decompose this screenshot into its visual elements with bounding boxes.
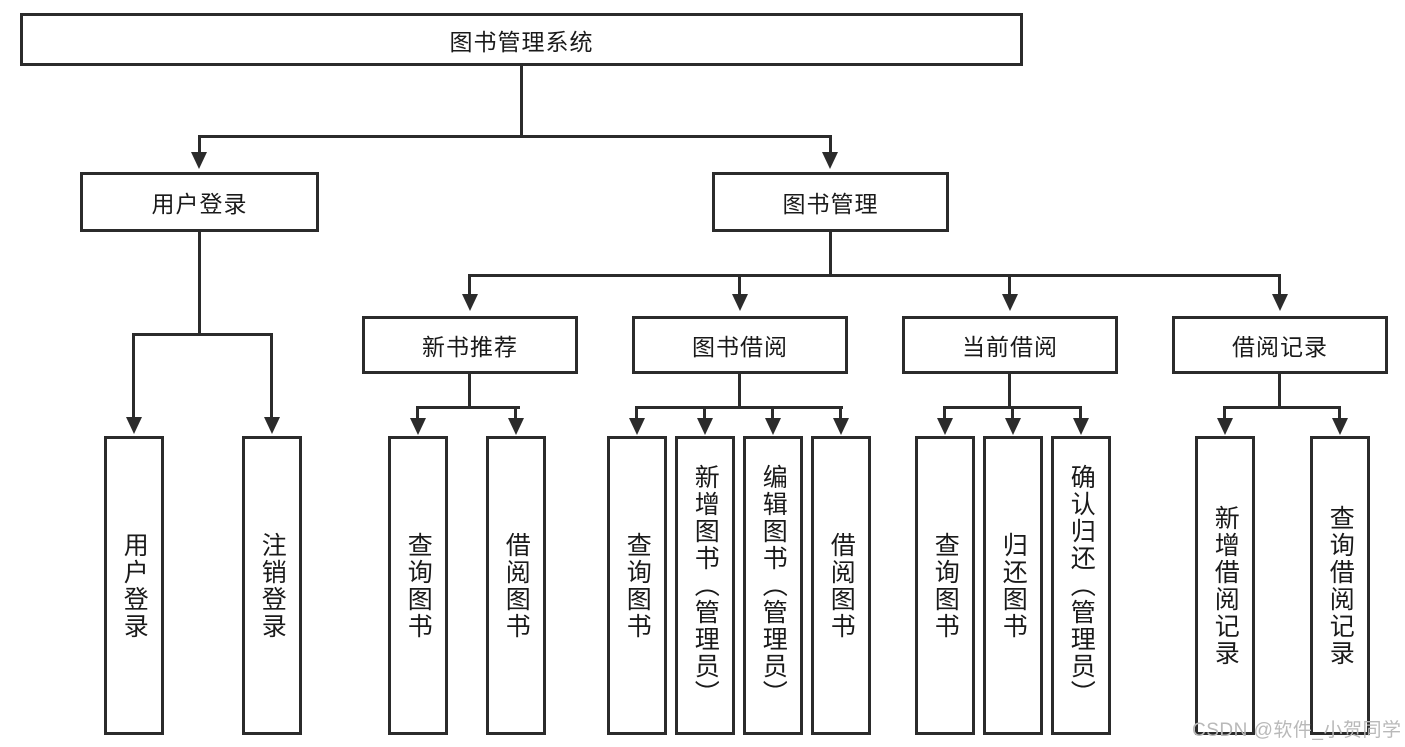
node-current-borrow-label: 当前借阅 (962, 334, 1058, 360)
node-user-login-label: 用户登录 (151, 191, 248, 217)
node-leaf-add-book[interactable]: 新增图书（管理员） (675, 436, 735, 735)
arrow-to-borrow-record (1272, 294, 1288, 311)
node-title-label: 图书管理系统 (449, 28, 594, 55)
node-current-borrow[interactable]: 当前借阅 (902, 316, 1118, 374)
node-leaf-add-book-label: 新增图书（管理员） (691, 464, 720, 707)
node-leaf-borrow-book-2[interactable]: 借阅图书 (811, 436, 871, 735)
edge-to-new-book-recommend (468, 274, 471, 296)
node-leaf-logout[interactable]: 注销登录 (242, 436, 302, 735)
node-leaf-query-book-1-label: 查询图书 (404, 531, 433, 640)
edge-book-borrow-drop-3 (771, 406, 774, 420)
arrow-leaf-edit-book (765, 418, 781, 435)
node-leaf-query-book-2-label: 查询图书 (623, 531, 652, 640)
arrow-leaf-confirm-return (1073, 418, 1089, 435)
node-leaf-logout-label: 注销登录 (258, 531, 287, 640)
arrow-leaf-query-book-2 (629, 418, 645, 435)
arrow-leaf-logout (264, 417, 280, 434)
edge-book-borrow-drop-4 (839, 406, 842, 420)
arrow-to-book-borrow (732, 294, 748, 311)
edge-book-management-stem (829, 232, 832, 276)
arrow-leaf-query-book-1 (410, 418, 426, 435)
arrow-to-user-login (191, 152, 207, 169)
edge-book-borrow-stem (738, 374, 741, 409)
edge-to-borrow-record (1278, 274, 1281, 296)
edge-new-book-stem (468, 374, 471, 409)
edge-level1-bar (198, 135, 832, 138)
arrow-leaf-return-book (1005, 418, 1021, 435)
node-new-book-recommend-label: 新书推荐 (422, 334, 518, 360)
arrow-leaf-add-record (1217, 418, 1233, 435)
node-leaf-query-book-2[interactable]: 查询图书 (607, 436, 667, 735)
node-leaf-query-record[interactable]: 查询借阅记录 (1310, 436, 1370, 735)
edge-new-book-bar (416, 406, 520, 409)
edge-current-borrow-drop-3 (1079, 406, 1082, 420)
edge-book-borrow-bar (635, 406, 843, 409)
edge-root-stem (520, 66, 523, 137)
node-leaf-return-book[interactable]: 归还图书 (983, 436, 1043, 735)
edge-user-login-drop-1 (132, 333, 135, 419)
node-book-borrow[interactable]: 图书借阅 (632, 316, 848, 374)
edge-current-borrow-drop-1 (943, 406, 946, 420)
node-borrow-record-label: 借阅记录 (1232, 334, 1328, 360)
edge-to-user-login (198, 135, 201, 155)
arrow-leaf-add-book (697, 418, 713, 435)
edge-current-borrow-drop-2 (1011, 406, 1014, 420)
arrow-to-book-management (822, 152, 838, 169)
node-user-login[interactable]: 用户登录 (80, 172, 319, 232)
node-leaf-confirm-return-label: 确认归还（管理员） (1067, 464, 1096, 707)
edge-to-book-management (829, 135, 832, 155)
edge-book-borrow-drop-1 (635, 406, 638, 420)
edge-user-login-stem (198, 232, 201, 336)
node-leaf-return-book-label: 归还图书 (999, 531, 1028, 640)
node-leaf-query-book-1[interactable]: 查询图书 (388, 436, 448, 735)
arrow-to-current-borrow (1002, 294, 1018, 311)
edge-to-book-borrow (738, 274, 741, 296)
edge-user-login-drop-2 (270, 333, 273, 419)
edge-borrow-record-bar (1223, 406, 1341, 409)
node-leaf-user-login-label: 用户登录 (120, 531, 149, 640)
node-leaf-borrow-book-2-label: 借阅图书 (827, 531, 856, 640)
edge-user-login-bar (132, 333, 272, 336)
node-book-management-label: 图书管理 (782, 191, 879, 217)
arrow-leaf-query-record (1332, 418, 1348, 435)
edge-level2-bar (468, 274, 1280, 277)
node-leaf-query-book-3-label: 查询图书 (931, 531, 960, 640)
node-book-borrow-label: 图书借阅 (692, 334, 788, 360)
node-leaf-add-record[interactable]: 新增借阅记录 (1195, 436, 1255, 735)
node-book-management[interactable]: 图书管理 (712, 172, 949, 232)
node-new-book-recommend[interactable]: 新书推荐 (362, 316, 578, 374)
arrow-leaf-user-login (126, 417, 142, 434)
arrow-leaf-borrow-book-2 (833, 418, 849, 435)
node-leaf-query-book-3[interactable]: 查询图书 (915, 436, 975, 735)
edge-new-book-drop-2 (514, 406, 517, 420)
arrow-leaf-query-book-3 (937, 418, 953, 435)
edge-borrow-record-stem (1278, 374, 1281, 409)
node-leaf-borrow-book-1-label: 借阅图书 (502, 531, 531, 640)
node-leaf-borrow-book-1[interactable]: 借阅图书 (486, 436, 546, 735)
node-leaf-edit-book-label: 编辑图书（管理员） (759, 464, 788, 707)
edge-to-current-borrow (1008, 274, 1011, 296)
node-leaf-add-record-label: 新增借阅记录 (1211, 504, 1240, 667)
node-leaf-query-record-label: 查询借阅记录 (1326, 504, 1355, 667)
arrow-leaf-borrow-book-1 (508, 418, 524, 435)
edge-book-borrow-drop-2 (703, 406, 706, 420)
node-leaf-edit-book[interactable]: 编辑图书（管理员） (743, 436, 803, 735)
node-borrow-record[interactable]: 借阅记录 (1172, 316, 1388, 374)
arrow-to-new-book-recommend (462, 294, 478, 311)
edge-current-borrow-stem (1008, 374, 1011, 409)
edge-borrow-record-drop-2 (1338, 406, 1341, 420)
node-leaf-confirm-return[interactable]: 确认归还（管理员） (1051, 436, 1111, 735)
node-leaf-user-login[interactable]: 用户登录 (104, 436, 164, 735)
edge-borrow-record-drop-1 (1223, 406, 1226, 420)
edge-new-book-drop-1 (416, 406, 419, 420)
node-title[interactable]: 图书管理系统 (20, 13, 1023, 66)
